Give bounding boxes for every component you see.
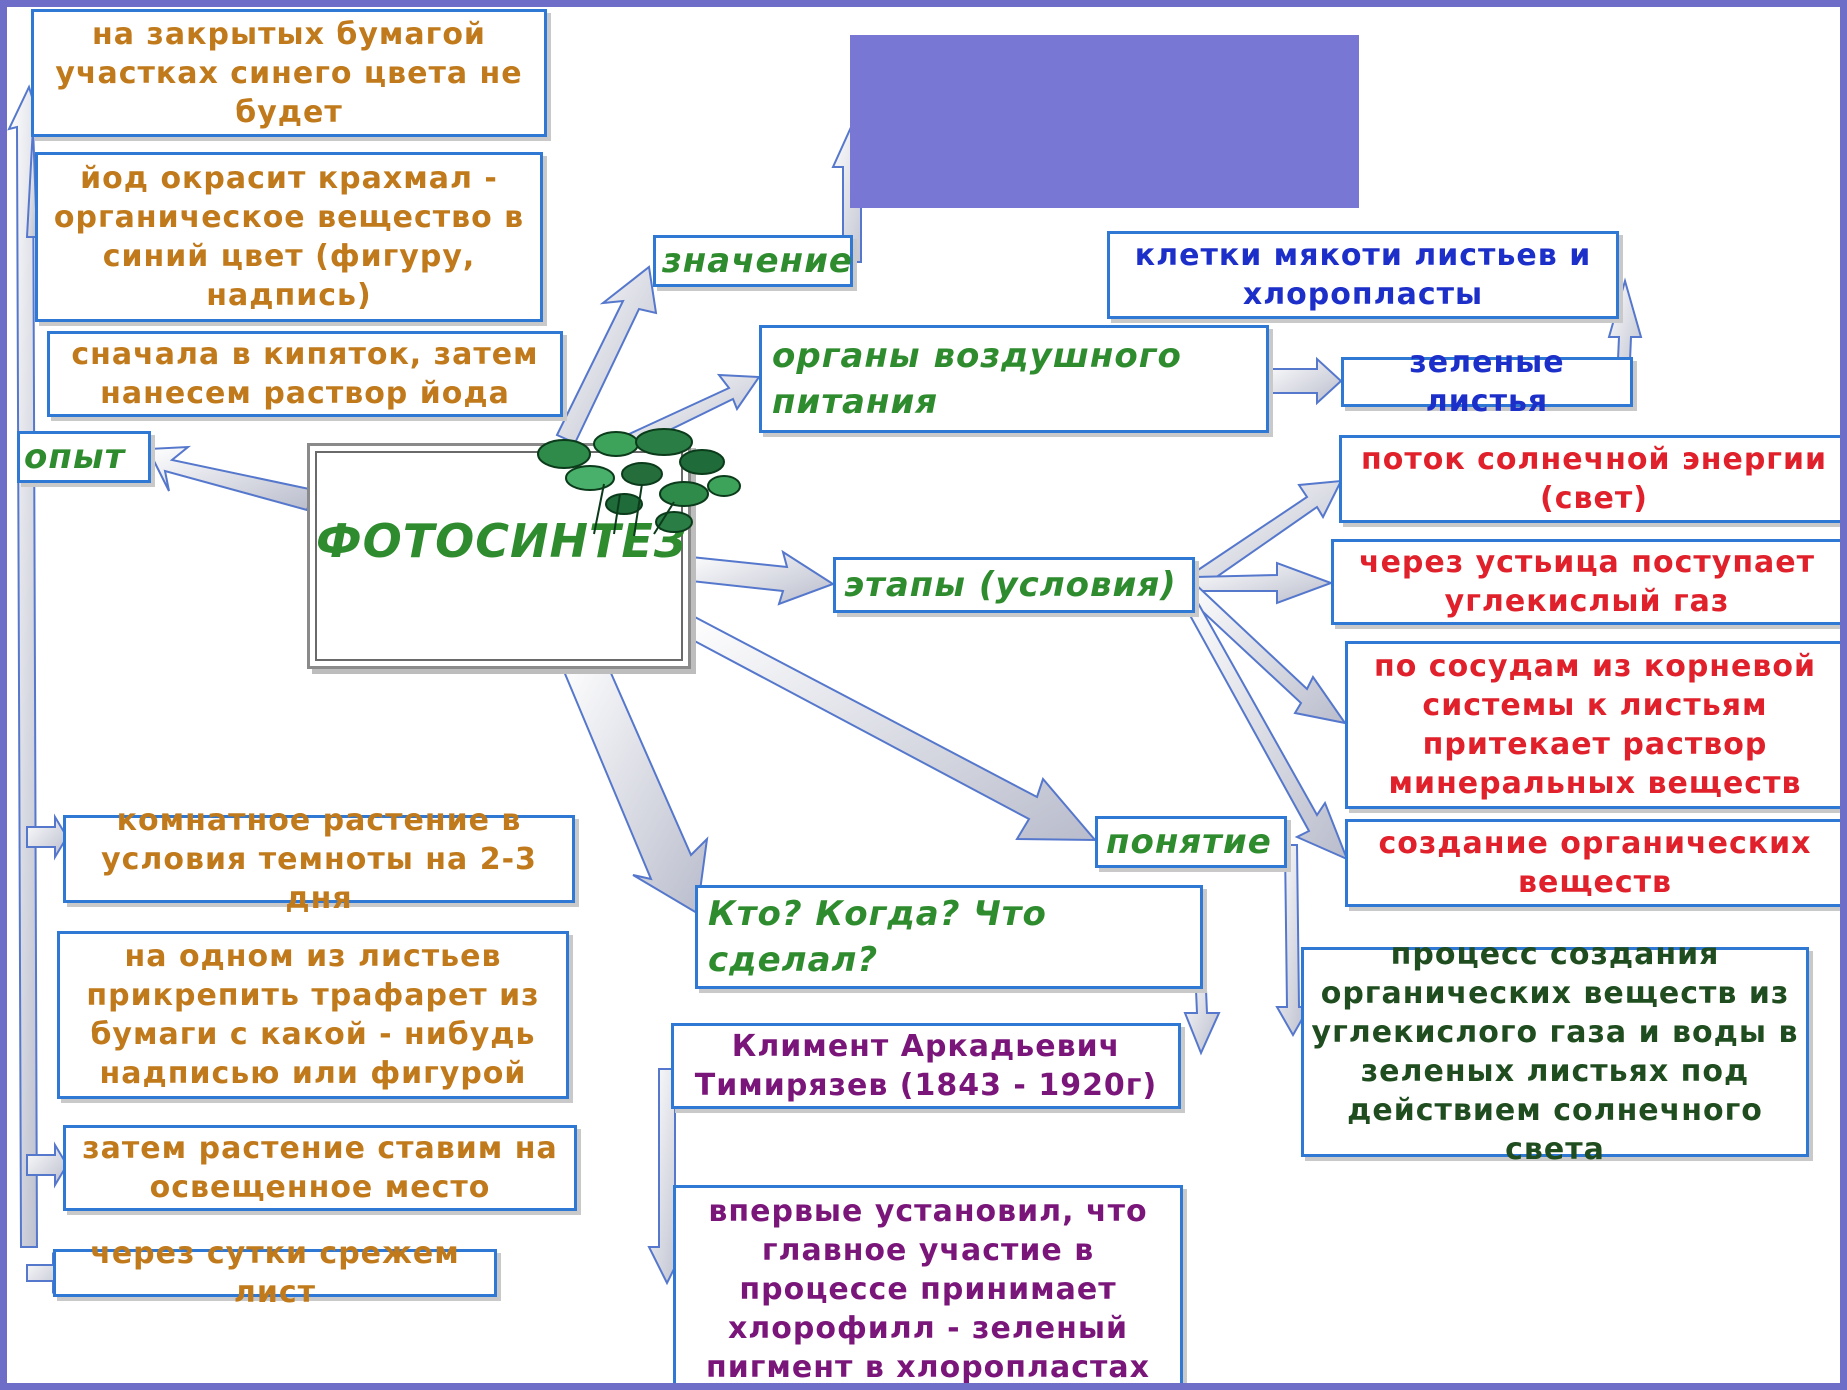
- stage-organic: создание органических веществ: [1345, 819, 1840, 907]
- experiment-result-3: сначала в кипяток, затем нанесем раствор…: [47, 331, 563, 417]
- branch-kto: Кто? Когда? Что сделал?: [695, 885, 1203, 989]
- stage-co2: через устьица поступает углекислый газ: [1331, 539, 1840, 625]
- experiment-result-1: на закрытых бумагой участках синего цвет…: [31, 9, 547, 137]
- branch-organy: органы воздушного питания: [759, 325, 1269, 433]
- organ-cells: клетки мякоти листьев и хлоропласты: [1107, 231, 1619, 319]
- organ-leaves: зеленые листья: [1341, 345, 1633, 419]
- experiment-step-4: через сутки срежем лист: [53, 1236, 497, 1310]
- experiment-step-2: на одном из листьев прикрепить трафарет …: [57, 931, 569, 1099]
- branch-ponyatie: понятие: [1095, 816, 1287, 868]
- experiment-step-3: затем растение ставим на освещенное мест…: [63, 1125, 577, 1211]
- scientist-name: Климент Аркадьевич Тимирязев (1843 - 192…: [671, 1023, 1181, 1109]
- arrow-to-opyt: [146, 445, 316, 512]
- arrow-etapy-stage2: [1194, 561, 1334, 605]
- arrow-to-etapy: [690, 549, 836, 606]
- arrow-to-kto: [561, 653, 709, 915]
- arrow-kto-scientist: [1183, 966, 1221, 1056]
- arrow-etapy-stage3: [1185, 580, 1348, 725]
- arrow-layer: [7, 84, 1643, 1295]
- stage-light: поток солнечной энергии (свет): [1339, 435, 1840, 523]
- scientist-discovery: впервые установил, что главное участие в…: [673, 1185, 1183, 1383]
- branch-znachenie: значение: [653, 235, 853, 287]
- hidden-answer-box: [850, 35, 1359, 208]
- arrow-to-znachenie: [555, 265, 658, 445]
- concept-definition: процесс создания органических веществ из…: [1301, 937, 1809, 1167]
- center-title: ФОТОСИНТЕЗ: [316, 514, 688, 568]
- arrow-etapy-stage4: [1179, 585, 1349, 861]
- experiment-step-1: комнатное растение в условия темноты на …: [63, 803, 575, 916]
- arrow-to-ponyatie: [685, 613, 1098, 842]
- arrow-rail-step3: [26, 1141, 69, 1189]
- experiment-result-2: йод окрасит крахмал - органическое вещес…: [35, 152, 543, 322]
- arrow-rail-step1: [26, 813, 69, 861]
- branch-opyt: опыт: [17, 431, 151, 483]
- diagram-canvas: ФОТОСИНТЕЗ опыт значение орга: [7, 7, 1840, 1383]
- center-node: ФОТОСИНТЕЗ: [307, 428, 741, 669]
- plant-icon: [537, 428, 741, 537]
- arrow-organy-leaves: [1268, 356, 1343, 406]
- arrow-etapy-stage1: [1193, 479, 1343, 587]
- branch-etapy: этапы (условия): [833, 557, 1195, 613]
- stage-minerals: по сосудам из корневой системы к листьям…: [1345, 641, 1840, 809]
